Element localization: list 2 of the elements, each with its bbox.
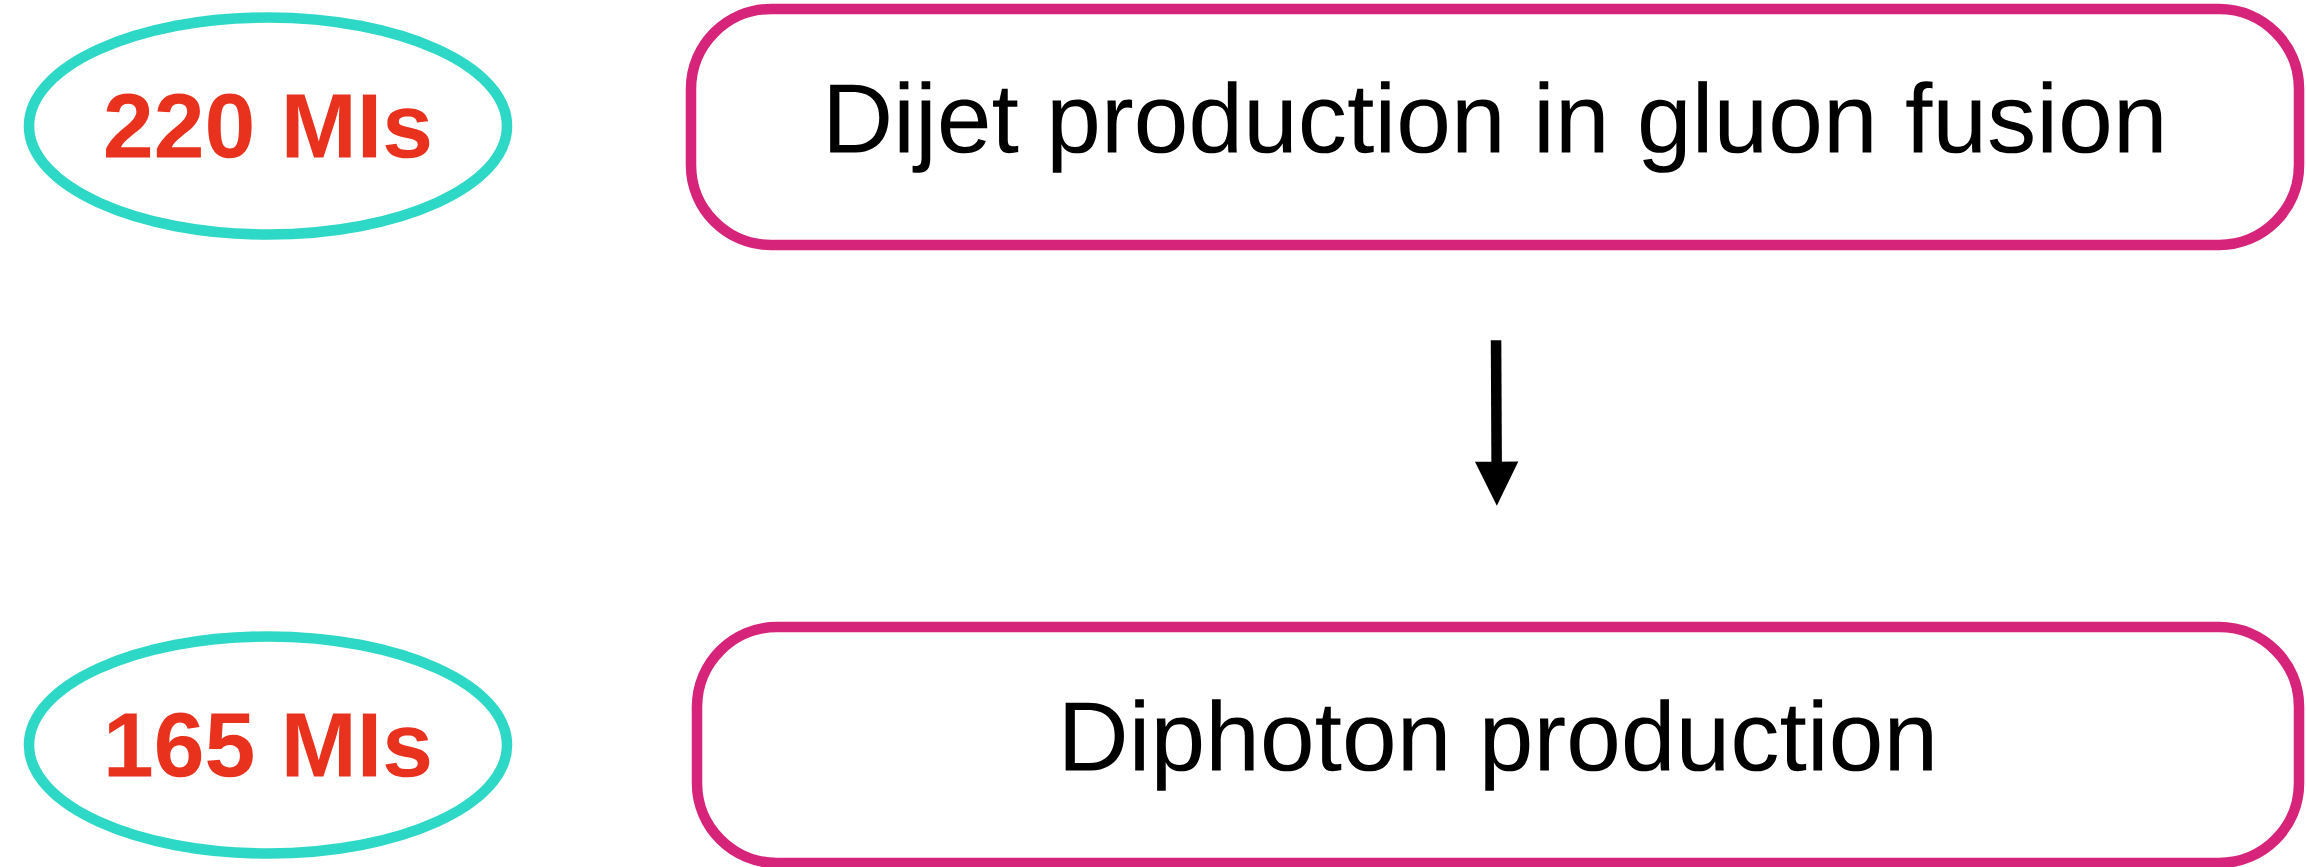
process-box: Diphoton production <box>691 621 2305 867</box>
process-box: Dijet production in gluon fusion <box>685 3 2305 251</box>
